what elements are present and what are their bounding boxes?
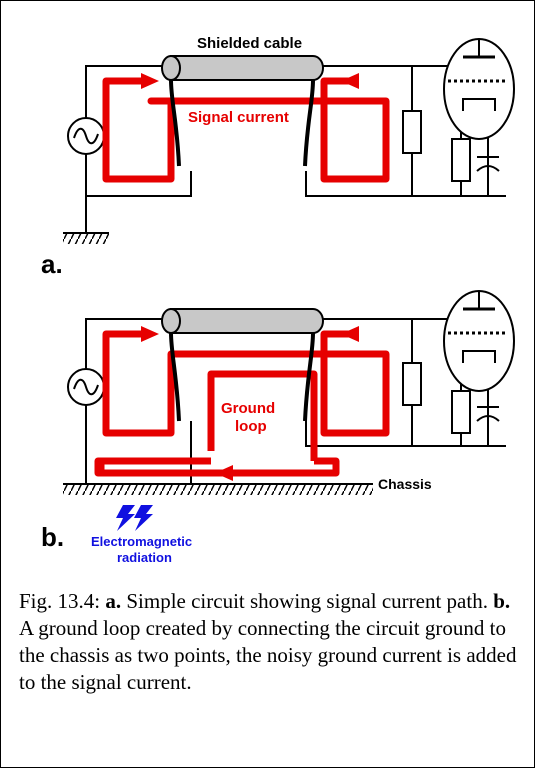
arrow-icon <box>215 465 233 481</box>
arrow-icon <box>341 73 359 89</box>
ac-source-b <box>67 368 105 406</box>
ground-loop-label-line1: Ground <box>221 400 275 417</box>
ground-symbol <box>63 234 109 244</box>
caption-a-mark: a. <box>105 589 122 613</box>
resistor-load-a <box>402 110 422 154</box>
panel-a-letter: a. <box>41 249 63 279</box>
signal-current-label: Signal current <box>188 109 289 126</box>
chassis-label: Chassis <box>378 476 432 492</box>
lightning-icon <box>116 505 153 531</box>
panel-a-wires <box>63 65 506 234</box>
caption-b-text: A ground loop created by connecting the … <box>19 616 517 694</box>
panel-b-letter: b. <box>41 522 64 552</box>
resistor-cathode-a <box>451 138 471 182</box>
shielded-cable-b <box>161 308 324 422</box>
caption-b-mark: b. <box>493 589 511 613</box>
ground-loop-label-line2: loop <box>235 418 267 435</box>
resistor-cathode-b <box>451 390 471 434</box>
em-radiation-label-line1: Electromagnetic <box>91 534 192 549</box>
panel-a: Shielded cable Signal current a. <box>41 35 515 279</box>
signal-current-path-a <box>102 77 390 183</box>
capacitor-b <box>476 406 500 422</box>
shielded-cable-label: Shielded cable <box>197 35 302 52</box>
ground-loop-path <box>94 370 340 477</box>
panel-b: Ground loop Chassis Electromagnetic radi… <box>41 290 515 565</box>
caption-a-text: Simple circuit showing signal current pa… <box>121 589 494 613</box>
ac-source-a <box>67 117 105 155</box>
signal-current-path-b <box>102 330 390 437</box>
vacuum-tube-a <box>443 38 515 140</box>
arrow-icon <box>141 326 159 342</box>
caption-prefix: Fig. 13.4: <box>19 589 106 613</box>
shielded-cable-a <box>161 55 324 167</box>
chassis <box>63 483 373 495</box>
arrow-icon <box>141 73 159 89</box>
arrow-icon <box>341 326 359 342</box>
em-radiation-label-line2: radiation <box>117 550 172 565</box>
figure-caption: Fig. 13.4: a. Simple circuit showing sig… <box>19 588 519 696</box>
resistor-load-b <box>402 362 422 406</box>
vacuum-tube-b <box>443 290 515 392</box>
capacitor-a <box>476 156 500 172</box>
circuit-diagram: Shielded cable Signal current a. <box>41 35 515 565</box>
